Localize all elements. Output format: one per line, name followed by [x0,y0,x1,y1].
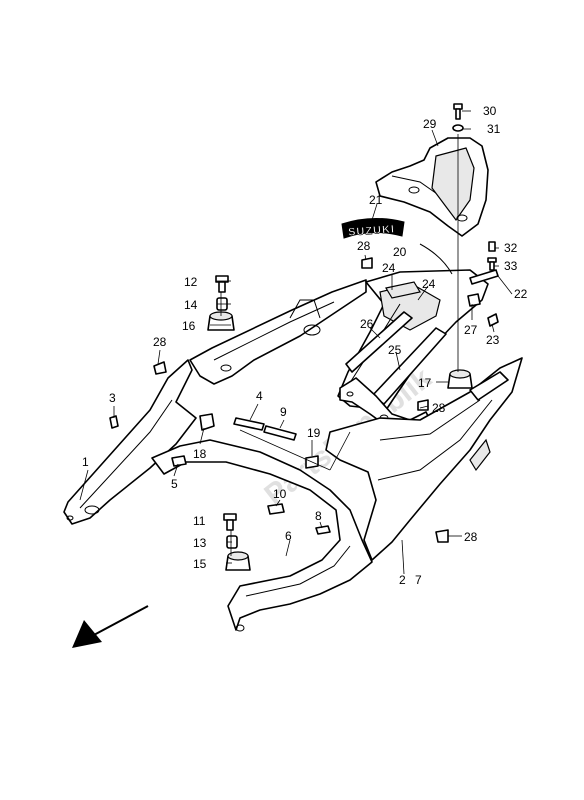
callout-28d: 28 [464,530,478,544]
callout-33: 33 [504,259,518,273]
callout-11: 11 [193,514,206,528]
callout-22: 22 [514,287,528,301]
callout-28a: 28 [153,335,167,349]
callout-20: 20 [393,245,407,259]
callout-24b: 24 [422,277,436,291]
lower-side-cover [151,439,373,632]
callout-10: 10 [273,487,287,501]
callout-4: 4 [256,389,263,403]
assembly-lines [220,134,459,556]
callout-5: 5 [171,477,178,491]
callouts: 1 2 3 4 5 6 7 8 9 10 11 12 13 14 15 16 1… [82,104,528,587]
callout-3: 3 [109,391,116,405]
callout-24a: 24 [382,261,396,275]
callout-8: 8 [315,509,322,523]
fasteners [109,103,499,571]
callout-6: 6 [285,529,292,543]
callout-27: 27 [464,323,478,337]
leader-lines [79,110,513,575]
callout-2: 2 [399,573,406,587]
left-frame-cover [63,359,197,525]
callout-21: 21 [369,193,383,207]
callout-7: 7 [415,573,422,587]
emblem-text: SUZUKI [348,223,396,238]
callout-16: 16 [182,319,196,333]
seat-cowl [375,137,489,237]
callout-12: 12 [184,275,198,289]
callout-26: 26 [360,317,374,331]
callout-18: 18 [193,447,207,461]
callout-19: 19 [307,426,321,440]
callout-25: 25 [388,343,402,357]
emblem-guide [419,243,453,275]
callout-15: 15 [193,557,207,571]
right-side-cover [325,357,523,561]
callout-28b: 28 [357,239,371,253]
callout-32: 32 [504,241,518,255]
suzuki-emblem: SUZUKI [341,218,405,239]
callout-17: 17 [418,376,432,390]
callout-30: 30 [483,104,497,118]
front-direction-arrow [72,605,149,648]
callout-23: 23 [486,333,500,347]
seat-rail-bracket [189,279,367,385]
callout-28c: 28 [432,401,446,415]
callout-31: 31 [487,122,501,136]
callout-1: 1 [82,455,89,469]
callout-13: 13 [193,536,207,550]
callout-29: 29 [423,117,437,131]
callout-14: 14 [184,298,198,312]
callout-9: 9 [280,405,287,419]
